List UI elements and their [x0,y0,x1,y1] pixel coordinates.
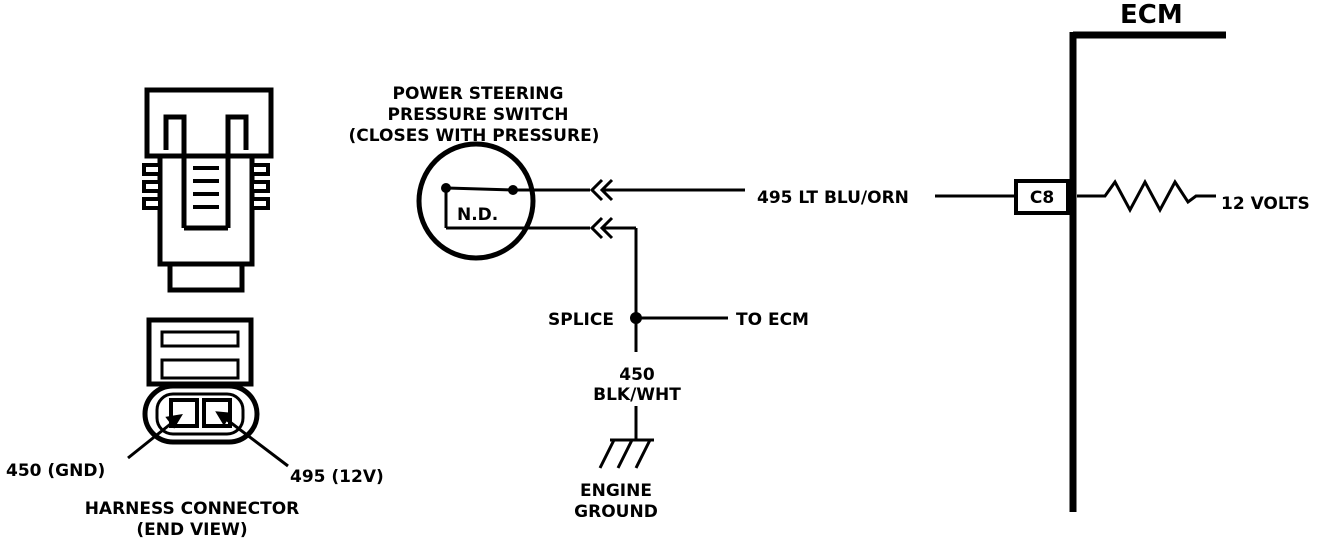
pressure-switch-symbol [416,141,536,261]
switch-title-line1: POWER STEERING [393,84,564,104]
pin-12v-label: 495 (12V) [290,467,384,487]
connector-pin-leaders [127,411,289,468]
switch-contact-label: N.D. [457,205,498,225]
engine-ground-line2: GROUND [574,502,658,522]
connector-end-view [142,317,260,445]
ecm-pin-label: C8 [1030,188,1054,208]
splice-label: SPLICE [548,310,614,330]
ground-wire [532,216,728,440]
supply-voltage-label: 12 VOLTS [1221,194,1310,214]
ground-symbol [598,438,654,469]
signal-wire [513,178,1014,202]
pin-gnd-label: 450 (GND) [6,461,105,481]
connector-caption-line2: (END VIEW) [136,520,247,540]
ecm-pin-box [1014,179,1070,215]
splice-node [630,312,642,324]
to-ecm-label: TO ECM [736,310,809,330]
switch-title-line2: PRESSURE SWITCH [388,105,569,125]
switch-title-line3: (CLOSES WITH PRESSURE) [349,126,600,146]
pullup-resistor [1077,178,1216,214]
ground-wire-color: BLK/WHT [593,385,681,405]
ecm-boundary [1069,31,1226,512]
connector-side-view [142,87,274,293]
engine-ground-line1: ENGINE [580,481,652,501]
connector-caption-line1: HARNESS CONNECTOR [85,499,300,519]
signal-wire-label: 495 LT BLU/ORN [757,188,909,208]
ecm-title: ECM [1120,0,1183,30]
ground-wire-number: 450 [619,365,655,385]
